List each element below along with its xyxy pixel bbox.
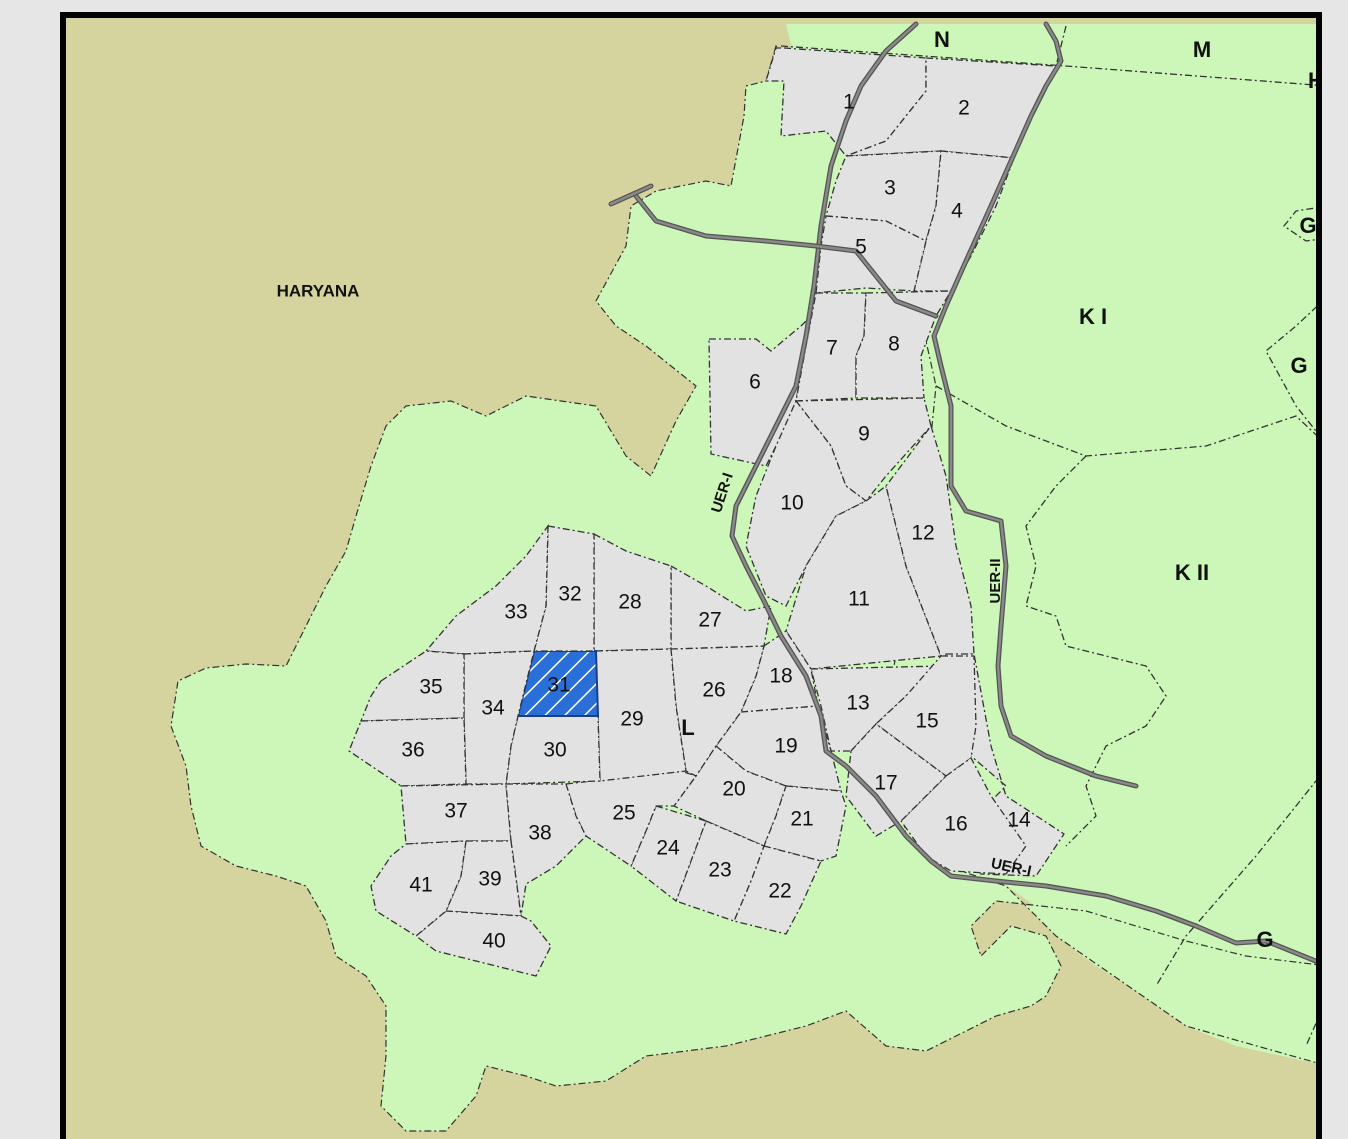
sector-28[interactable] <box>593 532 672 652</box>
sector-16[interactable] <box>900 757 1027 875</box>
sector-label: 18 <box>769 665 792 688</box>
road-label-uer2: UER-II <box>987 559 1004 604</box>
region-label-haryana: HARYANA <box>277 281 360 300</box>
sector-label: 11 <box>848 588 870 611</box>
sector-label: 39 <box>478 868 501 891</box>
sector-32[interactable] <box>533 525 595 652</box>
sector-label: 7 <box>826 337 838 360</box>
sector-label: 28 <box>618 591 641 614</box>
sector-label: 29 <box>620 708 643 731</box>
sector-label: 35 <box>419 676 442 699</box>
zone-boundary-n-m <box>780 45 1316 86</box>
sector-1[interactable] <box>765 47 927 157</box>
zone-label-k2: K II <box>1175 560 1209 585</box>
sector-label: 2 <box>958 97 970 120</box>
sector-label: 34 <box>481 697 505 720</box>
sector-10[interactable] <box>745 399 868 607</box>
sector-label: 5 <box>855 236 867 259</box>
sector-label: 37 <box>444 800 467 823</box>
sector-41[interactable] <box>370 840 467 937</box>
zone-label-g: G <box>1299 213 1316 238</box>
sector-label: 14 <box>1007 809 1031 832</box>
sector-label: 21 <box>790 808 813 831</box>
zone-boundary-k2-south <box>1155 779 1316 987</box>
zone-label-g: G <box>1290 353 1307 378</box>
sector-label: 25 <box>612 802 635 825</box>
sector-label: 40 <box>482 930 505 953</box>
sector-label: 12 <box>911 522 934 545</box>
sector-label: 9 <box>858 423 870 446</box>
zone-label-m: M <box>1193 37 1211 62</box>
sector-label: 23 <box>708 859 731 882</box>
sector-39[interactable] <box>445 840 522 917</box>
sector-label: 3 <box>884 177 896 200</box>
sector-label: 24 <box>656 837 680 860</box>
sector-label: 27 <box>698 609 721 632</box>
zone-boundary-g-top <box>1283 207 1316 242</box>
sector-label: 17 <box>874 772 897 795</box>
sector-label: 6 <box>749 371 761 394</box>
sector-12[interactable] <box>885 424 975 657</box>
sector-label: 26 <box>702 679 725 702</box>
zone-label-k1: K I <box>1079 304 1107 329</box>
sector-3[interactable] <box>825 150 942 242</box>
sector-label: 20 <box>722 778 745 801</box>
sector-label: 19 <box>774 735 797 758</box>
sector-label: 32 <box>558 583 581 606</box>
zone-boundary-se <box>1305 1021 1316 1047</box>
sector-6[interactable] <box>708 314 812 467</box>
sector-label: 30 <box>543 739 566 762</box>
map-frame: 1 2 3 4 5 6 7 8 9 10 11 12 13 14 15 16 1… <box>60 12 1322 1139</box>
sector-label: 33 <box>504 601 527 624</box>
sector-label: 1 <box>843 91 855 114</box>
sector-label: 16 <box>944 813 967 836</box>
sectors <box>348 47 1065 977</box>
zone-label-h: H <box>1308 68 1322 93</box>
sector-17[interactable] <box>845 723 947 837</box>
sector-label: 41 <box>409 874 432 897</box>
sector-label: 10 <box>780 492 803 515</box>
sector-label: 31 <box>547 674 570 697</box>
sector-label: 15 <box>915 710 938 733</box>
roads <box>608 21 1316 964</box>
sector-label: 22 <box>768 880 791 903</box>
sector-40[interactable] <box>414 910 552 977</box>
zone-label-n: N <box>934 27 950 52</box>
sector-label: 36 <box>401 739 424 762</box>
zone-label-l: L <box>681 715 694 740</box>
zone-labels: HARYANA N M H G G G K I K II L <box>277 27 1322 952</box>
sector-24[interactable] <box>630 805 707 903</box>
sector-label: 8 <box>888 333 900 356</box>
sector-23[interactable] <box>675 820 765 922</box>
zone-label-g: G <box>1256 927 1273 952</box>
sector-22[interactable] <box>733 845 822 935</box>
sector-labels: 1 2 3 4 5 6 7 8 9 10 11 12 13 14 15 16 1… <box>401 91 1031 953</box>
sector-21[interactable] <box>763 785 847 862</box>
sector-label: 38 <box>528 822 551 845</box>
sector-33[interactable] <box>424 523 549 655</box>
sector-label: 4 <box>951 200 963 223</box>
zonal-map: 1 2 3 4 5 6 7 8 9 10 11 12 13 14 15 16 1… <box>170 21 1322 1132</box>
zone-boundary-k1-k2 <box>935 385 1316 457</box>
sector-label: 13 <box>846 692 869 715</box>
sector-34[interactable] <box>463 650 535 785</box>
zone-boundary-m-k <box>1055 25 1067 67</box>
